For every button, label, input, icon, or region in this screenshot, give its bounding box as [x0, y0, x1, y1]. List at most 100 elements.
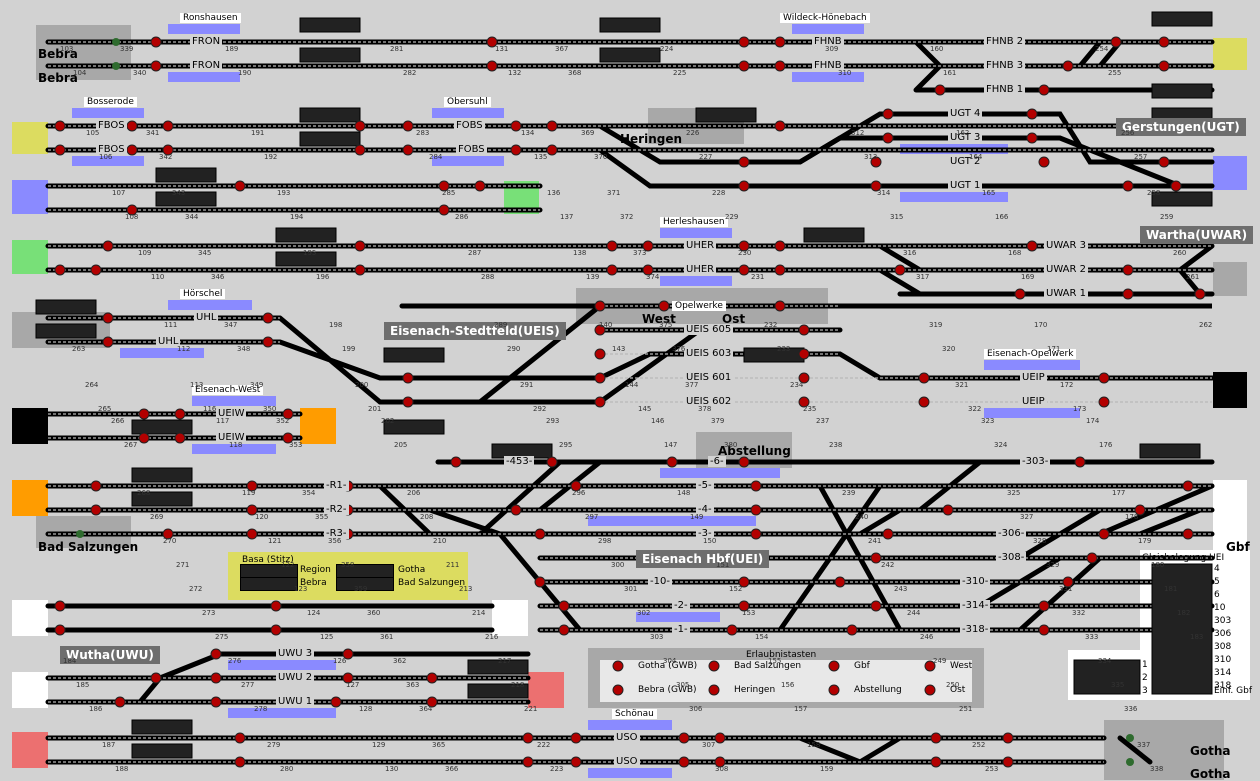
- track-306: -306-: [996, 528, 1027, 539]
- gleisbelegung-row-310: 310: [1214, 655, 1232, 665]
- track-318: -318-: [960, 624, 991, 635]
- tag-opelwerke: Opelwerke: [672, 301, 726, 311]
- station-heringen: Heringen: [620, 132, 683, 146]
- tag-erlaubnis: Erlaubnistasten: [746, 650, 817, 660]
- gleisbelegung-row-306: 306: [1214, 629, 1232, 639]
- track-uwu-1: UWU 1: [276, 696, 315, 707]
- track-fhnb-1: FHNB 1: [984, 84, 1026, 95]
- basa-counter-gotha[interactable]: [336, 564, 394, 578]
- track-uhl-2: UHL: [156, 336, 181, 347]
- gleisbelegung-extra-1: 1: [1142, 660, 1148, 670]
- track-6: -6-: [708, 456, 726, 467]
- gleisbelegung-row-6: 6: [1214, 590, 1220, 600]
- track-ueiw-2: UEIW: [216, 432, 247, 443]
- track-314: -314-: [960, 600, 991, 611]
- erlaubnis-bad-salzungen[interactable]: Bad Salzungen: [734, 661, 802, 671]
- track-4: -4-: [696, 504, 714, 515]
- track-ueip-1: UEIP: [1020, 372, 1047, 383]
- track-fhnb-a: FHNB: [812, 36, 844, 47]
- track-fhnb-b: FHNB: [812, 60, 844, 71]
- track-r2: -R2-: [324, 504, 349, 515]
- track-fron-1: FRON: [190, 36, 223, 47]
- track-310: -310-: [960, 576, 991, 587]
- tag-eisenach-opelwerk: Eisenach-Opelwerk: [984, 349, 1077, 359]
- tag-bosserode: Bosserode: [84, 97, 137, 107]
- track-ueip-2: UEIP: [1020, 396, 1047, 407]
- section-title-uwu: Wutha(UWU): [60, 646, 160, 664]
- gleisbelegung-row-314: 314: [1214, 668, 1232, 678]
- track-5: -5-: [696, 480, 714, 491]
- track-uwar-1: UWAR 1: [1044, 288, 1088, 299]
- erlaubnis-bebra-gwb[interactable]: Bebra (GWB): [638, 685, 697, 695]
- station-bebra-2: Bebra: [38, 71, 78, 85]
- station-gbf: Gbf: [1226, 540, 1250, 554]
- track-uso-1: USO: [614, 732, 640, 743]
- tag-hoerschel: Hörschel: [180, 289, 226, 299]
- tag-schoenau: Schönau: [612, 709, 657, 719]
- track-1: -1-: [672, 624, 690, 635]
- gleisbelegung-row-303: 303: [1214, 616, 1232, 626]
- track-fhnb-3: FHNB 3: [984, 60, 1026, 71]
- gleisbelegung-extra-2: 2: [1142, 673, 1148, 683]
- station-bad-salzungen: Bad Salzungen: [38, 540, 139, 554]
- track-ugt-4: UGT 4: [948, 108, 983, 119]
- track-ueis-601: UEIS 601: [684, 372, 734, 383]
- track-10: -10-: [648, 576, 672, 587]
- tag-herleshausen: Herleshausen: [660, 217, 728, 227]
- gleisbelegung-row-5: 5: [1214, 577, 1220, 587]
- track-fbos-2: FBOS: [96, 144, 127, 155]
- track-fobs-2: FOBS: [456, 144, 487, 155]
- track-uwu-2: UWU 2: [276, 672, 315, 683]
- section-title-ugt: Gerstungen(UGT): [1116, 118, 1246, 136]
- track-uwar-3: UWAR 3: [1044, 240, 1088, 251]
- track-fbos-1: FBOS: [96, 120, 127, 131]
- track-uher-2: UHER: [684, 264, 717, 275]
- erlaubnis-gbf[interactable]: Gbf: [854, 661, 870, 671]
- gleisbelegung-row-318: 318: [1214, 681, 1232, 691]
- station-abstellung: Abstellung: [718, 444, 791, 458]
- erlaubnis-west[interactable]: West: [950, 661, 973, 671]
- track-uwu-3: UWU 3: [276, 648, 315, 659]
- track-ueis-603: UEIS 603: [684, 348, 734, 359]
- gleisbelegung-row-4: 4: [1214, 564, 1220, 574]
- tag-ronshausen: Ronshausen: [180, 13, 241, 23]
- erlaubnis-gotha-gwb[interactable]: Gotha (GWB): [638, 661, 698, 671]
- basa-label-gotha: Gotha: [398, 565, 426, 575]
- track-uwar-2: UWAR 2: [1044, 264, 1088, 275]
- erlaubnis-abstellung[interactable]: Abstellung: [854, 685, 902, 695]
- basa-label-region: Region: [300, 565, 331, 575]
- track-r3: -R3-: [324, 528, 349, 539]
- basa-label-bad-salzungen: Bad Salzungen: [398, 578, 466, 588]
- gleisbelegung-extra-3: 3: [1142, 686, 1148, 696]
- track-453: -453-: [504, 456, 535, 467]
- track-ueis-602: UEIS 602: [684, 396, 734, 407]
- track-ugt-1: UGT 1: [948, 180, 983, 191]
- tag-wildeck: Wildeck-Hönebach: [780, 13, 870, 23]
- track-fobs-1: FOBS: [454, 120, 485, 131]
- section-title-uwar: Wartha(UWAR): [1140, 226, 1254, 244]
- gleisbelegung-row-10: 10: [1214, 603, 1226, 613]
- track-ugt-3: UGT 3: [948, 132, 983, 143]
- track-ueiw-1: UEIW: [216, 408, 247, 419]
- track-fhnb-2: FHNB 2: [984, 36, 1026, 47]
- track-2: -2-: [672, 600, 690, 611]
- station-bebra-1: Bebra: [38, 47, 78, 61]
- tag-obersuhl: Obersuhl: [444, 97, 491, 107]
- track-fron-2: FRON: [190, 60, 223, 71]
- section-title-ueis: Eisenach-Stedtfeld(UEIS): [384, 322, 566, 340]
- basa-counter-bad-salzungen[interactable]: [336, 577, 394, 591]
- track-308: -308-: [996, 552, 1027, 563]
- track-ueis-605: UEIS 605: [684, 324, 734, 335]
- track-r1: -R1-: [324, 480, 349, 491]
- gleisbelegung-extra-label: Einf. Gbf: [1214, 686, 1252, 696]
- erlaubnis-ost[interactable]: Ost: [950, 685, 966, 695]
- basa-counter-region[interactable]: [240, 564, 298, 578]
- tag-basa: Basa (Stitz): [242, 555, 294, 565]
- section-title-uei: Eisenach Hbf(UEI): [636, 550, 770, 568]
- basa-counter-bebra[interactable]: [240, 577, 298, 591]
- gleisbelegung-row-308: 308: [1214, 642, 1232, 652]
- basa-label-bebra: Bebra: [300, 578, 327, 588]
- erlaubnis-heringen[interactable]: Heringen: [734, 685, 776, 695]
- station-west: West: [642, 312, 676, 326]
